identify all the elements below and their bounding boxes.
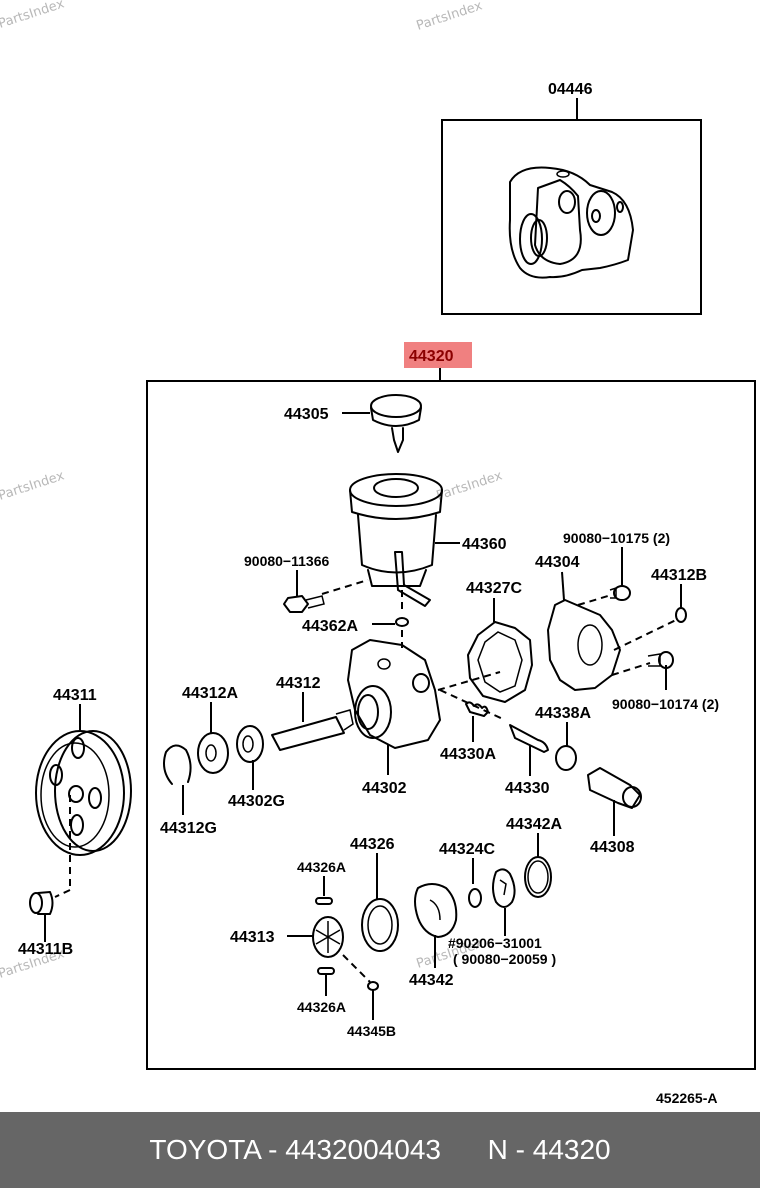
part-label-44305[interactable]: 44305 — [284, 406, 329, 423]
highlight-marker — [404, 342, 472, 368]
part-44327C[interactable]: 44327C — [466, 580, 533, 703]
part-label-90206-31001[interactable]: #90206−31001 — [448, 935, 542, 951]
gasket-kit-illustration — [508, 166, 634, 279]
part-label-44304[interactable]: 44304 — [535, 554, 580, 571]
part-label-90080-10174[interactable]: 90080−10174 (2) — [612, 696, 719, 712]
part-label-44326A-top[interactable]: 44326A — [297, 859, 346, 875]
footer-brand-part: TOYOTA - 4432004043 — [149, 1134, 441, 1165]
assembly-box — [146, 380, 756, 1070]
part-90080-11366[interactable]: 90080−11366 — [244, 553, 369, 613]
part-label-44312G[interactable]: 44312G — [160, 820, 217, 837]
part-label-44312[interactable]: 44312 — [276, 675, 321, 692]
part-label-44342A[interactable]: 44342A — [506, 816, 562, 833]
part-label-44362A[interactable]: 44362A — [302, 618, 358, 635]
part-label-90080-10175[interactable]: 90080−10175 (2) — [563, 530, 670, 546]
part-label-44326A-bottom[interactable]: 44326A — [297, 999, 346, 1015]
part-label-44313[interactable]: 44313 — [230, 929, 275, 946]
part-label-44302[interactable]: 44302 — [362, 780, 407, 797]
part-44311B[interactable]: 44311B — [18, 891, 73, 958]
part-label-44312A[interactable]: 44312A — [182, 685, 238, 702]
watermark: PartsIndex — [0, 468, 66, 503]
part-44312[interactable]: 44312 — [271, 675, 354, 751]
kit-box — [441, 119, 702, 315]
assembly-44320[interactable]: 44320 — [146, 342, 756, 1070]
part-44326[interactable]: 44326 — [350, 836, 399, 952]
part-label-44345B[interactable]: 44345B — [347, 1023, 396, 1039]
part-label-44320[interactable]: 44320 — [409, 348, 454, 365]
part-44345B[interactable]: 44345B — [347, 981, 396, 1039]
watermark: PartsIndex — [415, 0, 485, 34]
kit-04446[interactable]: 04446 — [441, 81, 702, 315]
part-44342[interactable]: 44342 — [409, 883, 458, 989]
parts-diagram: PartsIndex PartsIndex PartsIndex PartsIn… — [0, 0, 756, 1106]
part-label-44312B[interactable]: 44312B — [651, 567, 707, 584]
part-44312G[interactable]: 44312G — [160, 744, 217, 837]
part-label-44330A[interactable]: 44330A — [440, 746, 496, 763]
part-44308[interactable]: 44308 — [587, 767, 642, 856]
part-90080-10175[interactable]: 90080−10175 (2) — [563, 530, 670, 601]
part-44330A[interactable]: 44330A — [440, 701, 496, 763]
watermark: PartsIndex — [0, 0, 66, 32]
part-label-44330[interactable]: 44330 — [505, 780, 550, 797]
part-90080-10174[interactable]: 90080−10174 (2) — [612, 651, 719, 712]
part-44362A[interactable]: 44362A — [302, 590, 409, 648]
part-label-90080-11366[interactable]: 90080−11366 — [244, 553, 329, 569]
part-label-44311B[interactable]: 44311B — [18, 941, 73, 958]
footer-spacer — [441, 1134, 488, 1166]
part-label-44327C[interactable]: 44327C — [466, 580, 522, 597]
part-label-90080-20059[interactable]: ( 90080−20059 ) — [453, 951, 556, 967]
part-44305[interactable]: 44305 — [284, 394, 422, 453]
part-44324C[interactable]: 44324C — [439, 841, 495, 908]
part-44302G[interactable]: 44302G — [228, 725, 285, 810]
part-44312A[interactable]: 44312A — [182, 685, 238, 774]
part-label-44324C[interactable]: 44324C — [439, 841, 495, 858]
part-44330[interactable]: 44330 — [505, 724, 550, 797]
part-label-44326[interactable]: 44326 — [350, 836, 395, 853]
footer-bar: TOYOTA - 4432004043 N - 44320 — [0, 1112, 760, 1188]
footer-catalog-ref: N - 44320 — [487, 1134, 611, 1165]
part-label-44338A[interactable]: 44338A — [535, 705, 591, 722]
part-90206-31001[interactable]: #90206−31001 ( 90080−20059 ) — [448, 868, 556, 967]
part-44342A[interactable]: 44342A — [506, 816, 562, 898]
part-44338A[interactable]: 44338A — [535, 705, 591, 771]
part-44360[interactable]: 44360 — [349, 473, 507, 607]
part-label-44302G[interactable]: 44302G — [228, 793, 285, 810]
part-label-44311[interactable]: 44311 — [53, 687, 97, 704]
diagram-code: 452265-A — [656, 1090, 718, 1106]
part-label-44342[interactable]: 44342 — [409, 972, 454, 989]
part-44312B[interactable]: 44312B — [651, 567, 707, 623]
part-44326A-top[interactable]: 44326A — [297, 859, 346, 905]
part-label-04446[interactable]: 04446 — [548, 81, 593, 98]
part-44302[interactable]: 44302 — [347, 639, 506, 797]
part-44304[interactable]: 44304 — [535, 554, 677, 691]
part-label-44308[interactable]: 44308 — [590, 839, 635, 856]
part-44326A-bottom[interactable]: 44326A — [297, 967, 346, 1015]
part-label-44360[interactable]: 44360 — [462, 536, 507, 553]
watermark: PartsIndex — [435, 468, 505, 503]
part-44311[interactable]: 44311 — [35, 687, 132, 898]
part-44313[interactable]: 44313 — [230, 916, 371, 983]
